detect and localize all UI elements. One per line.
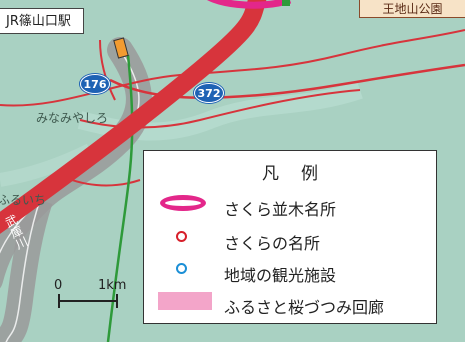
route-shield-372: 372 — [194, 83, 224, 103]
place-label-furuichi: ふるいち — [0, 193, 47, 207]
pink-band-icon — [158, 292, 212, 310]
station-label: JR篠山口駅 — [0, 8, 84, 34]
legend-label: 地域の観光施設 — [224, 266, 337, 285]
legend-item-cherry-spot: さくらの名所 — [144, 225, 436, 255]
legend: 凡例 さくら並木名所 さくらの名所 地域の観光施設 ふるさと桜づつみ回廊 — [143, 150, 437, 324]
route-shield-176: 176 — [80, 74, 110, 94]
legend-item-cherry-avenue: さくら並木名所 — [144, 191, 436, 221]
scale-bar: 0 1km — [54, 278, 138, 310]
scale-end: 1km — [98, 278, 127, 293]
legend-item-corridor: ふるさと桜づつみ回廊 — [144, 289, 436, 319]
legend-item-sightseeing: 地域の観光施設 — [144, 257, 436, 287]
blue-circle-icon — [176, 263, 187, 274]
station-marker — [113, 37, 129, 59]
legend-label: さくらの名所 — [224, 234, 321, 253]
road-secondary — [109, 63, 465, 100]
scale-start: 0 — [54, 278, 63, 293]
river-line — [5, 199, 41, 342]
legend-label: さくら並木名所 — [224, 200, 337, 219]
facility-marker — [282, 0, 290, 6]
legend-label: ふるさと桜づつみ回廊 — [224, 298, 385, 317]
park-label: 王地山公園 — [359, 0, 465, 18]
pink-ellipse-icon — [160, 195, 206, 211]
scale-line — [58, 300, 118, 302]
place-label-minamiyashiro: みなみやしろ — [36, 111, 109, 125]
red-circle-icon — [176, 231, 187, 242]
road-secondary — [99, 39, 116, 101]
cherry-avenue-ellipse — [207, 0, 292, 9]
road-secondary — [0, 29, 465, 107]
railway — [106, 54, 134, 342]
legend-title: 凡例 — [262, 164, 340, 184]
cherry-avenue-band — [0, 0, 267, 234]
